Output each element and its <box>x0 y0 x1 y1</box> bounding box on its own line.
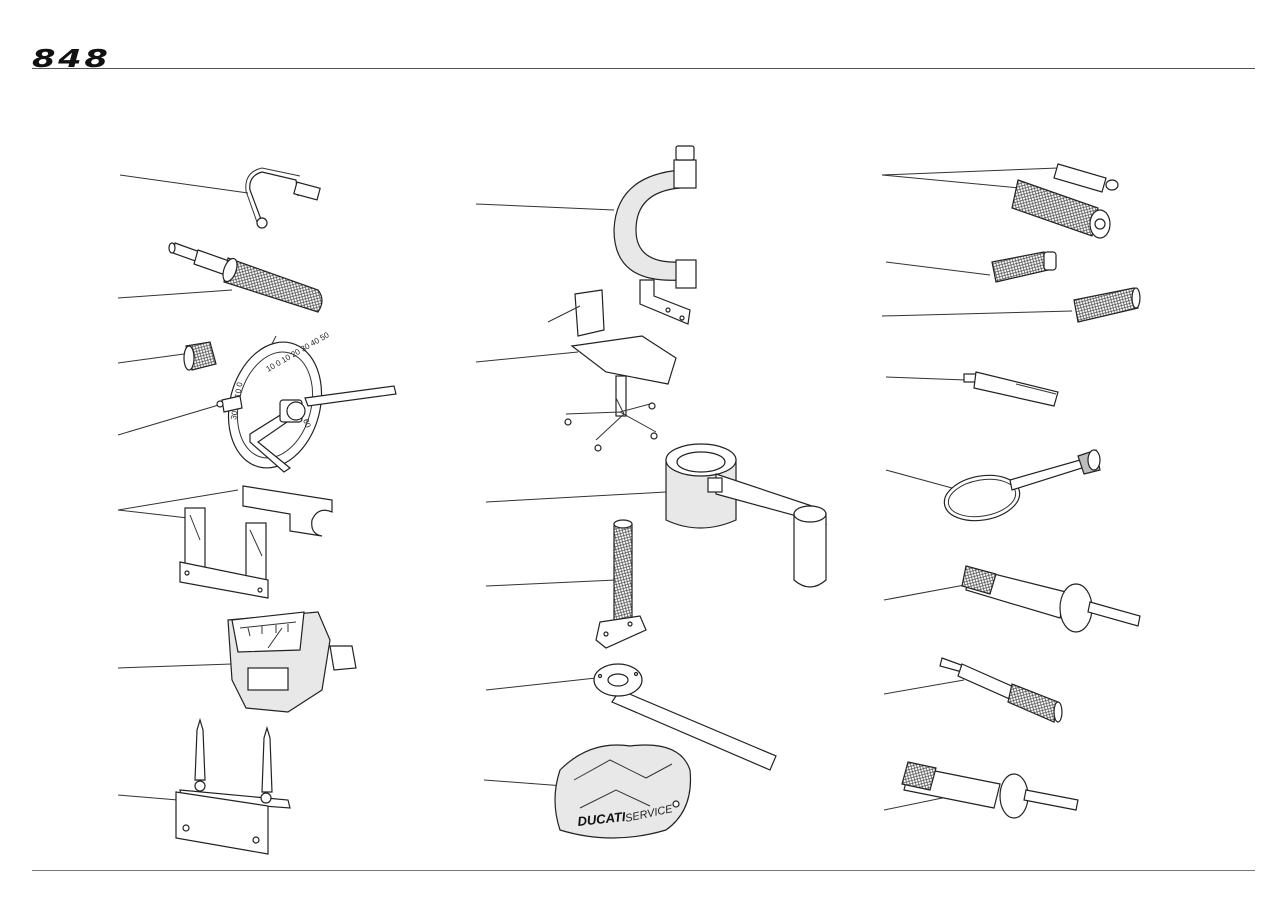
cover-brand-text: DUCATI <box>577 809 627 829</box>
hook-wrench-tool <box>119 167 321 229</box>
engine-stand-tool <box>475 289 677 452</box>
bearing-drift-large <box>883 565 1141 633</box>
gauge-pin-tool <box>885 371 1059 407</box>
bearing-drift-small <box>883 761 1079 819</box>
threaded-stud-tool <box>485 519 647 649</box>
pin-fixture-tool <box>117 717 291 855</box>
c-clamp-tool <box>475 145 697 325</box>
knurled-nut-tool <box>117 341 217 371</box>
filter-strap-wrench <box>885 449 1101 522</box>
clutch-holder-tool <box>485 443 828 588</box>
service-cover: DUCATI SERVICE <box>483 744 692 839</box>
punch-tool <box>883 657 1063 723</box>
knurled-drift-b <box>881 287 1141 323</box>
header-rule <box>32 68 1255 69</box>
scale-right-label: 60 <box>301 418 313 430</box>
knurled-drift-a <box>885 251 1057 283</box>
flange-wrench-tool <box>485 663 777 771</box>
footer-rule <box>32 870 1255 871</box>
timing-pin-handle-tool <box>117 242 323 313</box>
pin-sleeve-set <box>881 163 1119 239</box>
gauge-tool <box>117 611 357 713</box>
camshaft-holder-plates <box>117 485 333 599</box>
degree-wheel-tool: 10 0 10 20 30 40 50 30 20 10 0 60 <box>117 330 397 473</box>
